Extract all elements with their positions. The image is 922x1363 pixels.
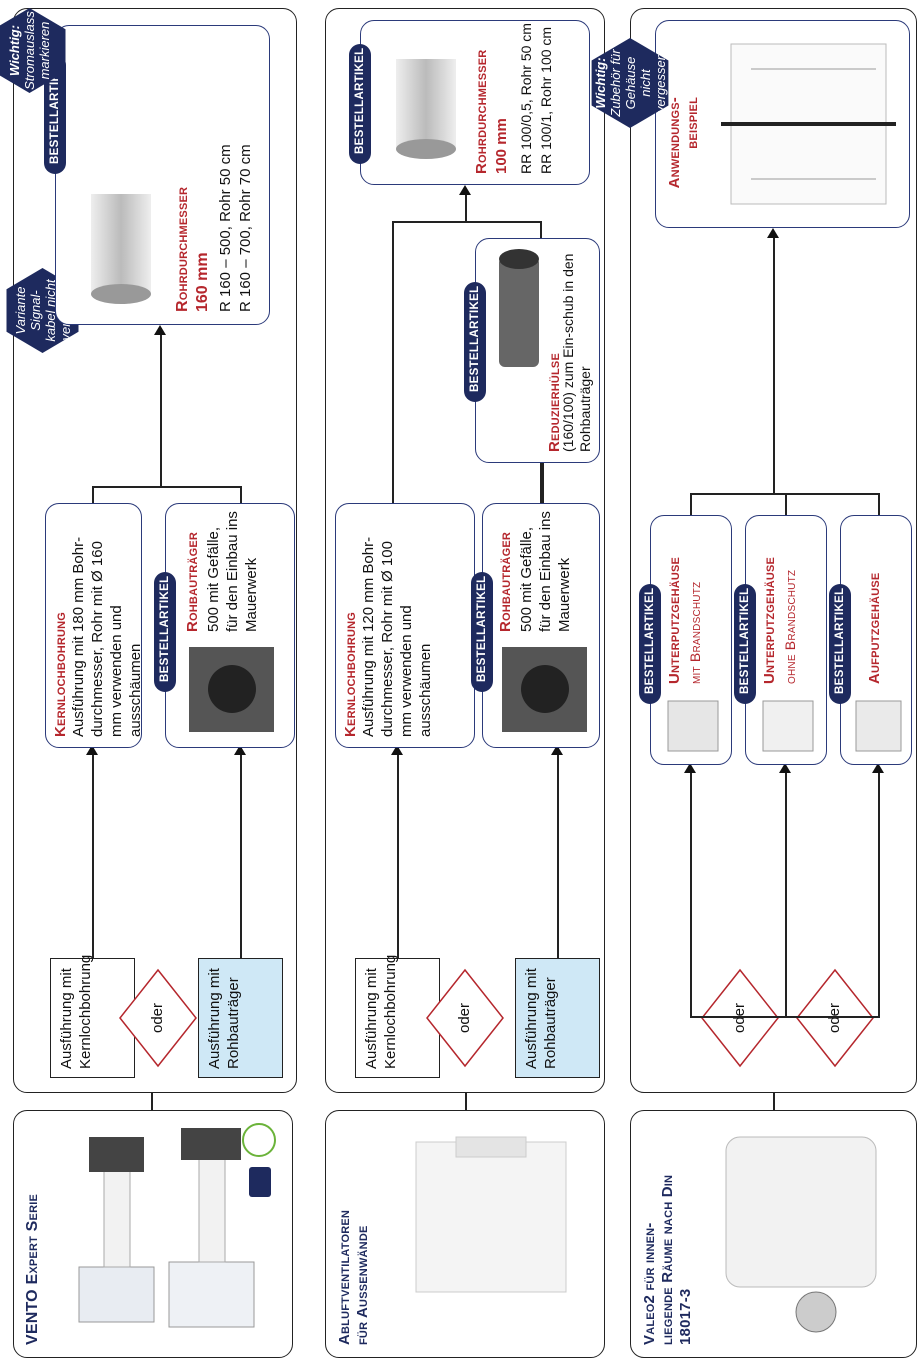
- housing-sub: ohne Brandschutz: [782, 569, 798, 684]
- pipe-title: Rohrdurchmesser: [473, 49, 490, 174]
- connector: [540, 223, 542, 238]
- wall-fan-image: [415, 1136, 567, 1293]
- connector: [392, 223, 394, 388]
- housing-title: Unterputzgehäuse: [761, 556, 778, 684]
- vento-fan-image: [78, 1128, 255, 1328]
- housing-card: BESTELLARTIKEL Unterputzgehäuse mit Bran…: [639, 515, 732, 765]
- arrowhead: [86, 745, 98, 755]
- arrowhead: [459, 185, 471, 195]
- arrowhead: [872, 763, 884, 773]
- rohbau-box-image: [502, 647, 587, 732]
- reducer-sleeve-image: [499, 249, 539, 367]
- or-label: oder: [731, 1002, 748, 1034]
- arrowhead: [767, 228, 779, 238]
- pipe-card-100: BESTELLARTIKEL Rohrdurchmesser 100 mm RR…: [349, 20, 590, 185]
- product-panel-abluft: Abluftventilatoren für Aussenwände: [325, 1110, 605, 1358]
- housing-card: BESTELLARTIKEL Aufputzgehäuse: [829, 515, 912, 765]
- or-diamond: [426, 968, 504, 1068]
- pipe-line: RR 100/0,5, Rohr 50 cm: [518, 23, 534, 174]
- housing-image: [667, 700, 719, 752]
- housing-image: [855, 700, 902, 752]
- pipe-card-160: BESTELLARTIKEL Rohrdurchmesser 160 mm R …: [44, 25, 270, 325]
- or-diamond: [701, 968, 779, 1068]
- pipe-image: [396, 59, 456, 159]
- arrowhead: [551, 745, 563, 755]
- order-tag: BESTELLARTIKEL: [349, 44, 371, 164]
- housing-sub: mit Brandschutz: [687, 581, 703, 684]
- housing-title: Unterputzgehäuse: [666, 556, 683, 684]
- reduzierhuelse-panel: BESTELLARTIKEL Reduzierhülse (160/100) z…: [464, 238, 600, 463]
- or-label: oder: [826, 1002, 843, 1034]
- or-diamond: [796, 968, 874, 1068]
- example-title: Anwendungs-beispiel: [666, 97, 701, 189]
- product-panel-vento: VENTO Expert Serie: [13, 1110, 293, 1358]
- rohbau-card: BESTELLARTIKEL Rohbauträger 500 mit Gefä…: [154, 503, 295, 748]
- rohbau-box-image: [189, 647, 274, 732]
- pipe-image: [91, 194, 151, 304]
- connector: [392, 221, 542, 223]
- or-diamond: [119, 968, 197, 1068]
- arrowhead: [779, 763, 791, 773]
- product-panel-valeo: Valeo2 für innen-liegende Räume nach Din…: [630, 1110, 917, 1358]
- rohbau-card: BESTELLARTIKEL Rohbauträger 500 mit Gefä…: [471, 503, 600, 748]
- pipe-line: RR 100/1, Rohr 100 cm: [538, 26, 554, 174]
- valeo-fan-image: [725, 1136, 877, 1333]
- arrowhead: [684, 763, 696, 773]
- product-title: Valeo2 für innen-liegende Räume nach Din…: [641, 1174, 694, 1345]
- housing-image: [762, 700, 814, 752]
- pipe-size: 100 mm: [493, 118, 510, 174]
- order-tag: BESTELLARTIKEL: [734, 584, 756, 704]
- note-bold: Wichtig:: [592, 57, 608, 109]
- housing-title: Aufputzgehäuse: [866, 572, 883, 684]
- connector: [773, 1093, 775, 1110]
- housing-card: BESTELLARTIKEL Unterputzgehäuse ohne Bra…: [734, 515, 827, 765]
- order-tag: BESTELLARTIKEL: [829, 584, 851, 704]
- application-drawing: [721, 43, 896, 205]
- application-example-card: Anwendungs-beispiel: [655, 20, 910, 228]
- arrowhead: [391, 745, 403, 755]
- order-tag: BESTELLARTIKEL: [639, 584, 661, 704]
- arrowhead: [154, 325, 166, 335]
- arrowhead: [234, 745, 246, 755]
